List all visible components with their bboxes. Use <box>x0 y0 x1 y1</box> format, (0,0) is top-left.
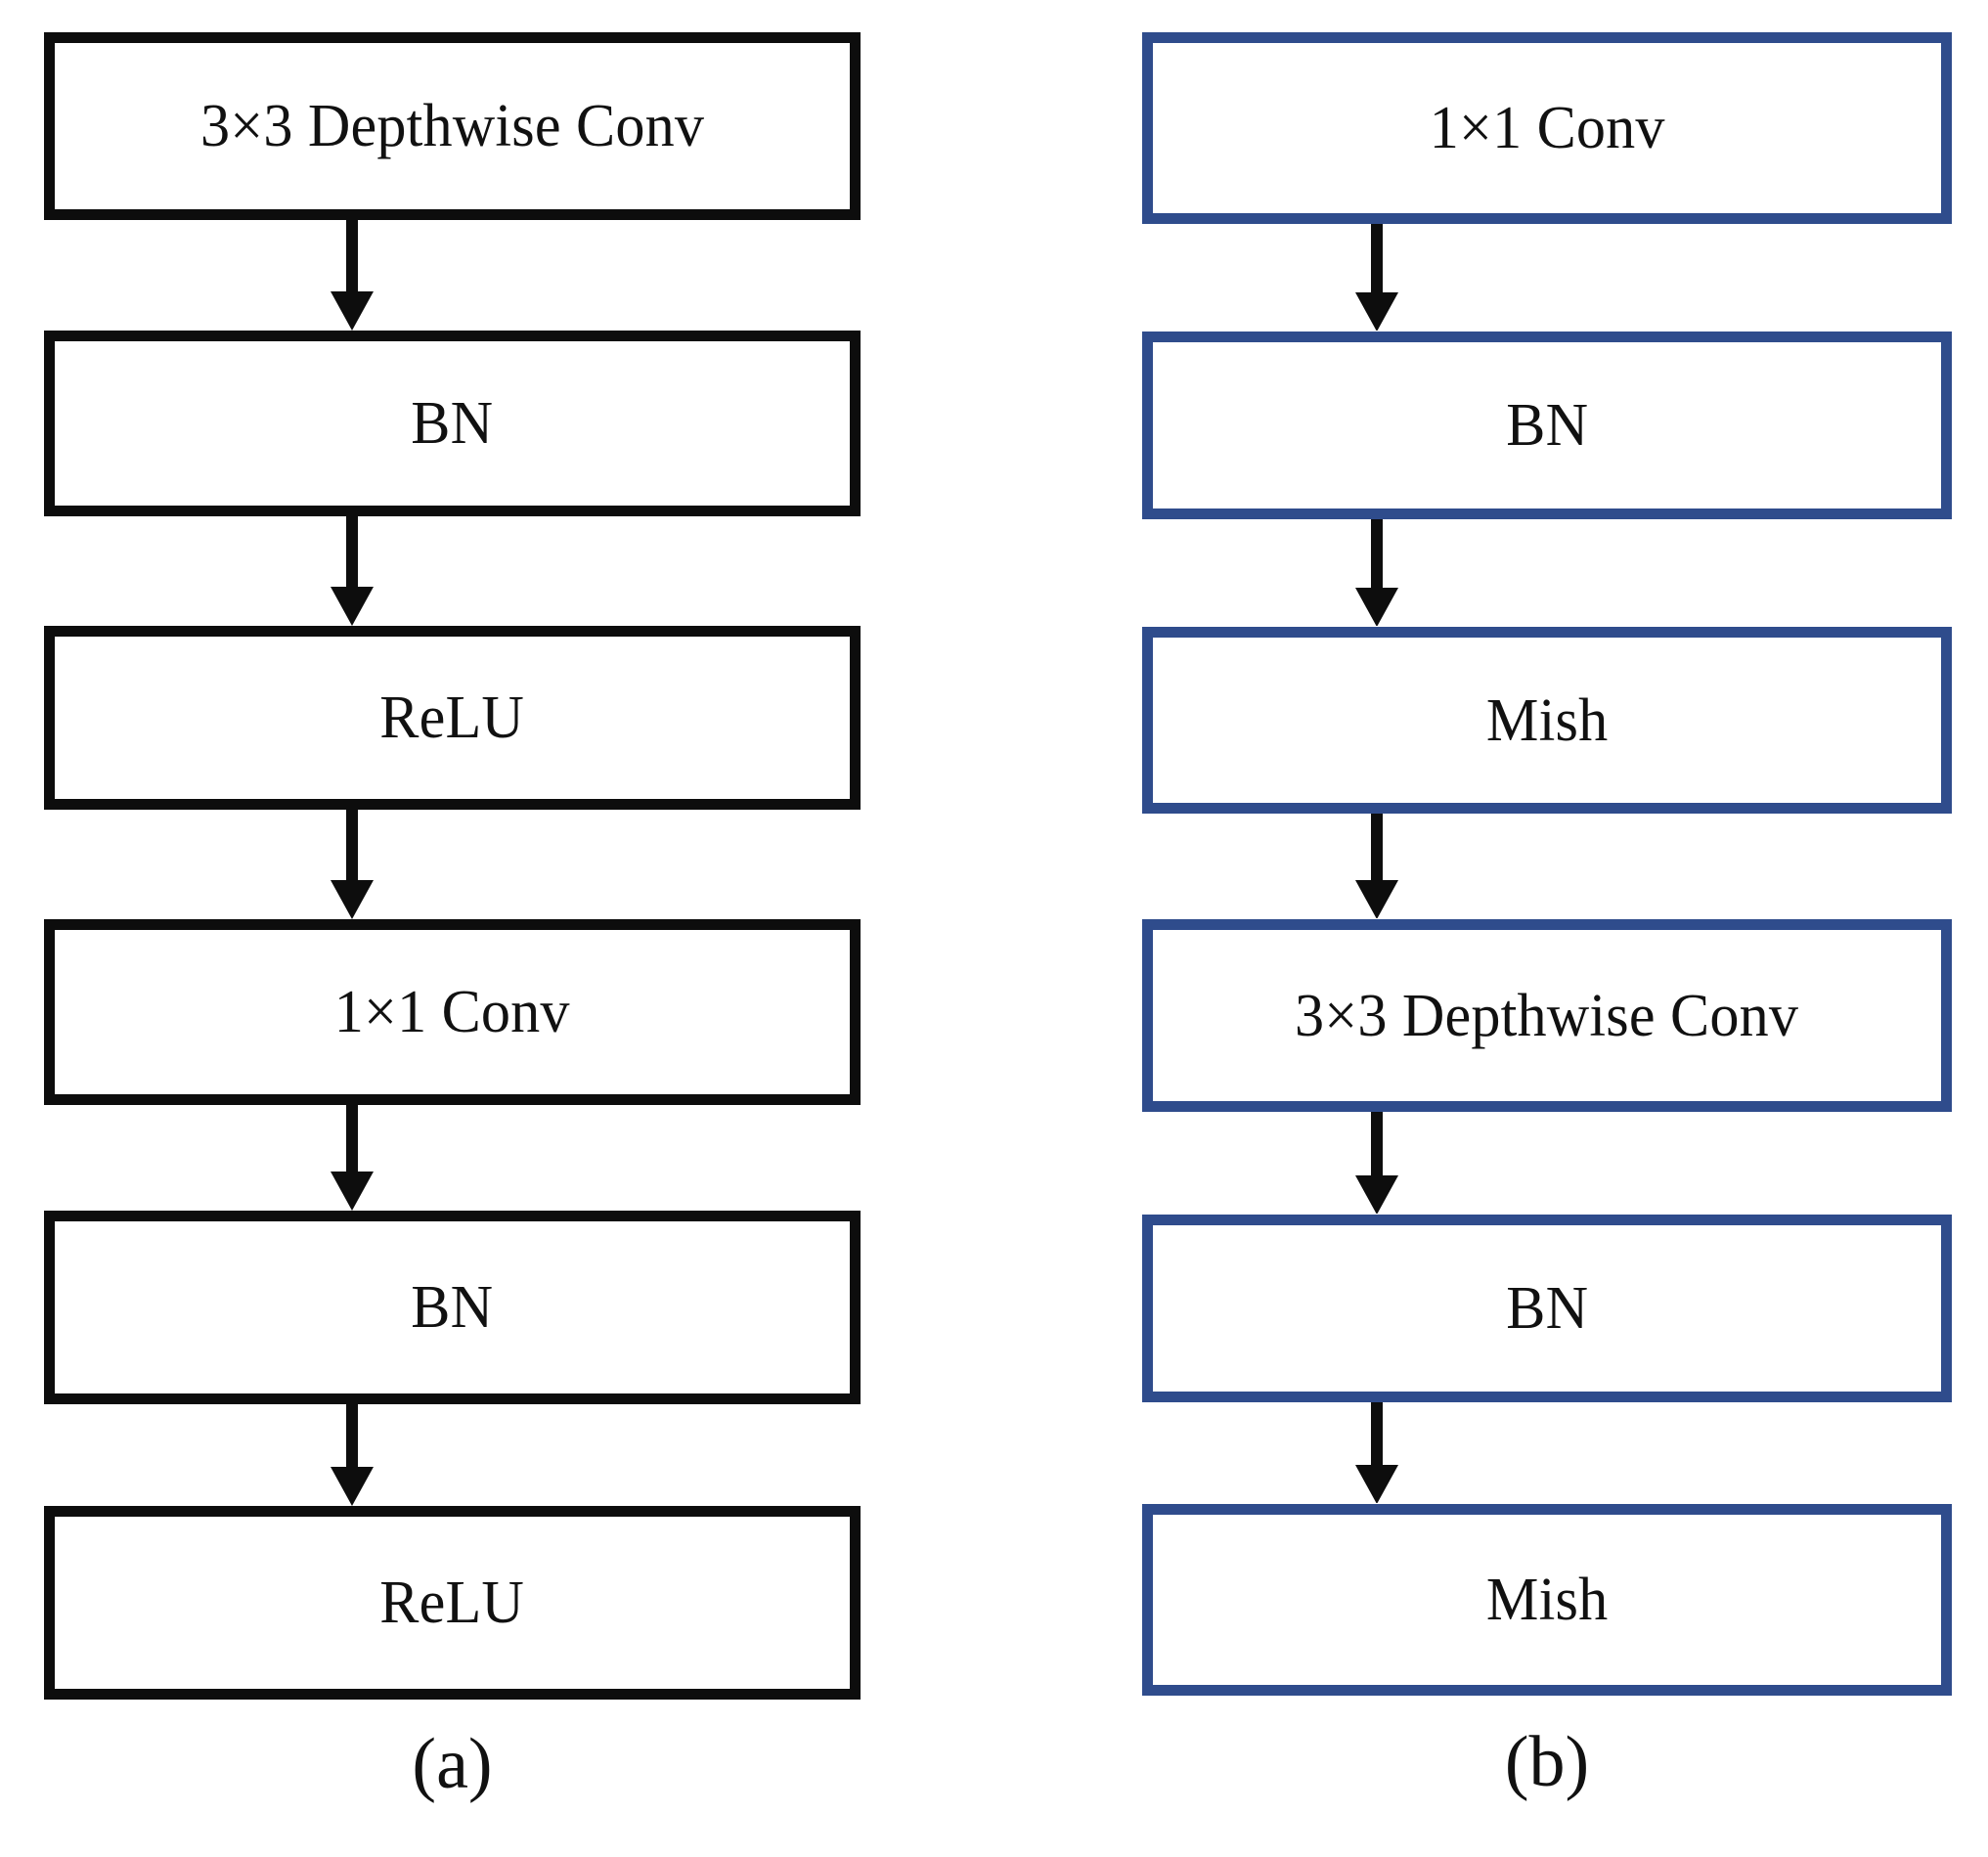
node-a-3: ReLU <box>44 626 861 810</box>
node-b-1: 1×1 Conv <box>1141 31 1953 225</box>
node-b-2: BN <box>1141 331 1953 520</box>
node-a-2: BN <box>44 331 861 516</box>
node-a-5-label: BN <box>411 1274 494 1341</box>
node-a-6: ReLU <box>44 1506 861 1700</box>
panel-a-caption: (a) <box>412 1724 493 1804</box>
node-b-3: Mish <box>1141 626 1953 815</box>
node-b-6: Mish <box>1141 1503 1953 1697</box>
node-b-5-label: BN <box>1506 1275 1588 1342</box>
node-b-6-label: Mish <box>1485 1567 1609 1633</box>
node-a-5: BN <box>44 1211 861 1404</box>
panel-b: 1×1 Conv BN Mish 3×3 Depthwise Conv <box>1141 0 1953 1857</box>
node-a-6-label: ReLU <box>379 1570 525 1636</box>
node-a-4-label: 1×1 Conv <box>334 979 570 1045</box>
node-b-4-label: 3×3 Depthwise Conv <box>1295 982 1799 1049</box>
node-a-3-label: ReLU <box>379 685 525 751</box>
node-a-4: 1×1 Conv <box>44 919 861 1105</box>
node-b-1-label: 1×1 Conv <box>1429 95 1665 161</box>
node-b-5: BN <box>1141 1214 1953 1403</box>
node-b-4: 3×3 Depthwise Conv <box>1141 918 1953 1113</box>
node-b-3-label: Mish <box>1485 686 1609 754</box>
panel-a: 3×3 Depthwise Conv BN ReLU 1×1 Conv <box>44 0 861 1857</box>
node-a-1-label: 3×3 Depthwise Conv <box>199 93 705 159</box>
node-a-2-label: BN <box>411 390 494 457</box>
node-b-2-label: BN <box>1506 392 1588 459</box>
panel-b-caption: (b) <box>1504 1722 1590 1802</box>
node-a-1: 3×3 Depthwise Conv <box>44 32 861 220</box>
